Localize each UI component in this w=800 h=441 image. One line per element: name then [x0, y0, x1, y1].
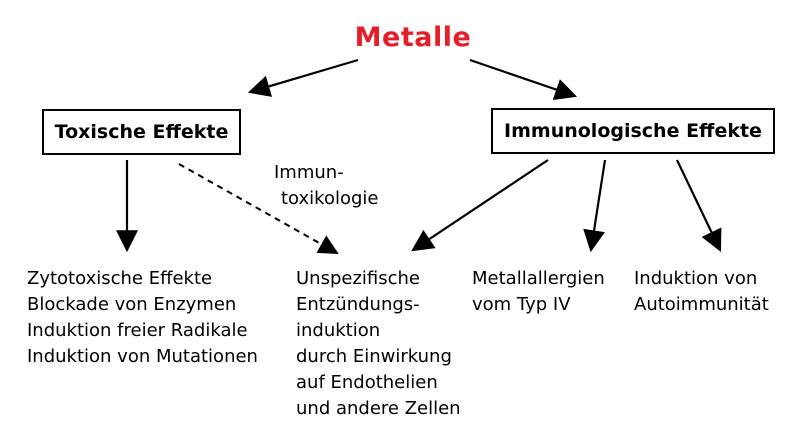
immunological-effects-label: Immunologische Effekte — [504, 120, 762, 142]
arrow-immuno-to-unspecific — [411, 159, 549, 252]
arrow-metalle-to-toxic — [247, 58, 359, 97]
diagram-title: Metalle — [354, 22, 472, 53]
unspecific-inflammation-line: auf Endothelien — [296, 372, 438, 393]
toxic-effects-box: Toxische Effekte — [42, 109, 241, 155]
metal-allergy-line: Metallallergien — [472, 268, 605, 289]
autoimmunity-line: Induktion von — [634, 268, 758, 289]
toxic-effects-item: Zytotoxische Effekte — [27, 268, 213, 289]
unspecific-inflammation-text: Unspezifische Entzündungs- induktion dur… — [296, 266, 461, 422]
immunotoxicology-note: Immun- toxikologie — [274, 160, 378, 212]
unspecific-inflammation-line: und andere Zellen — [296, 398, 461, 419]
immunological-effects-box: Immunologische Effekte — [491, 108, 775, 154]
unspecific-inflammation-line: Unspezifische — [296, 268, 421, 289]
toxic-effects-list: Zytotoxische Effekte Blockade von Enzyme… — [27, 266, 258, 370]
metal-allergy-text: Metallallergien vom Typ IV — [472, 266, 605, 318]
arrow-metalle-to-immuno — [469, 58, 578, 100]
autoimmunity-text: Induktion von Autoimmunität — [634, 266, 769, 318]
toxic-effects-label: Toxische Effekte — [54, 121, 229, 143]
immunotoxicology-note-line: Immun- — [274, 162, 344, 183]
metal-allergy-line: vom Typ IV — [472, 294, 571, 315]
arrow-immuno-to-allergy — [583, 159, 607, 253]
arrow-immuno-to-autoimmunity — [676, 159, 722, 252]
unspecific-inflammation-line: durch Einwirkung — [296, 346, 452, 367]
dashed-arrow-toxic-to-unspecific — [178, 163, 339, 254]
unspecific-inflammation-line: induktion — [296, 320, 381, 341]
toxic-effects-item: Induktion freier Radikale — [27, 320, 248, 341]
toxic-effects-item: Blockade von Enzymen — [27, 294, 237, 315]
immunotoxicology-note-line: toxikologie — [281, 188, 379, 209]
unspecific-inflammation-line: Entzündungs- — [296, 294, 420, 315]
autoimmunity-line: Autoimmunität — [634, 294, 769, 315]
toxic-effects-item: Induktion von Mutationen — [27, 346, 258, 367]
